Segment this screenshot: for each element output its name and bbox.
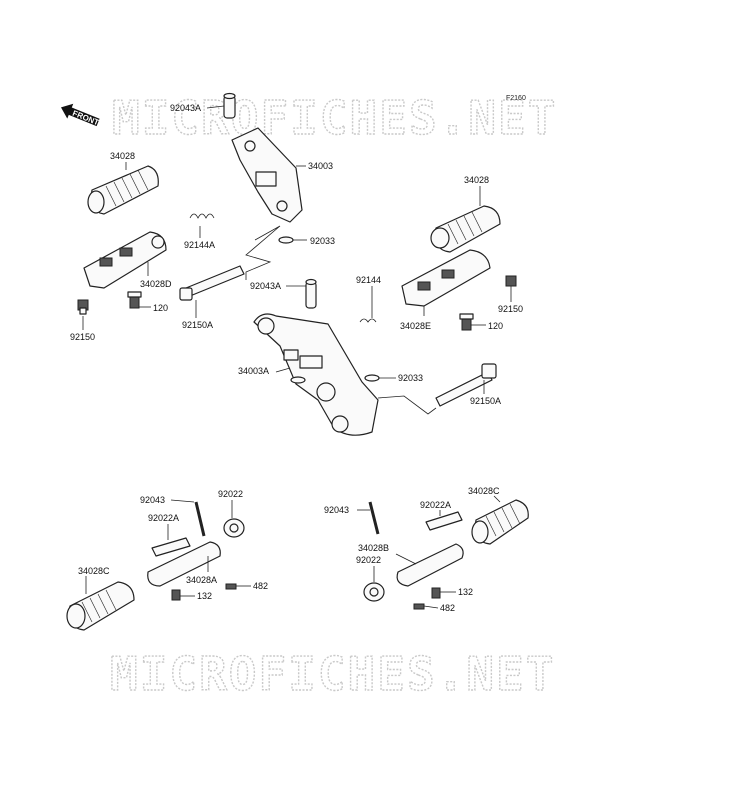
plate-92022A-bl xyxy=(151,537,191,557)
pin-92043-br xyxy=(368,501,380,535)
label-34028D: 34028D xyxy=(140,279,172,289)
label-92043A-top: 92043A xyxy=(170,103,201,113)
label-34028A: 34028A xyxy=(186,575,217,585)
plate-92022A-br xyxy=(425,511,463,531)
bracket-34003 xyxy=(231,127,303,223)
diagram-code: F2160 xyxy=(506,95,526,102)
label-34028-right: 34028 xyxy=(464,175,489,185)
washer-92022-bl xyxy=(223,518,245,538)
label-92033-top: 92033 xyxy=(310,236,335,246)
label-132-br: 132 xyxy=(458,587,473,597)
label-34003A: 34003A xyxy=(238,366,269,376)
label-34028E: 34028E xyxy=(400,321,431,331)
watermark-bottom: MICROFICHES.NET xyxy=(110,647,555,701)
label-34028B: 34028B xyxy=(358,543,389,553)
assembly-line-upper xyxy=(245,225,281,280)
label-92043A-mid: 92043A xyxy=(250,281,281,291)
spring-92144A xyxy=(189,213,215,219)
footrest-rubber-34028C-bl xyxy=(66,581,135,631)
bolt-92150A-left xyxy=(179,265,245,301)
label-120-right: 120 xyxy=(488,321,503,331)
label-120-left: 120 xyxy=(153,303,168,313)
label-482-bl: 482 xyxy=(253,581,268,591)
bolt-132-br xyxy=(431,587,441,599)
pin-92043-bl xyxy=(194,501,206,537)
label-92043-bl: 92043 xyxy=(140,495,165,505)
leader-lines xyxy=(82,105,512,609)
label-34028-left: 34028 xyxy=(110,151,135,161)
label-34028C-br: 34028C xyxy=(468,486,500,496)
watermark-top: MICROFICHES.NET xyxy=(112,91,557,145)
label-132-bl: 132 xyxy=(197,591,212,601)
label-482-br: 482 xyxy=(440,603,455,613)
bolt-92150-right xyxy=(505,275,517,287)
label-92150A-right: 92150A xyxy=(470,396,501,406)
label-92022-bl: 92022 xyxy=(218,489,243,499)
footrest-rubber-34028-left xyxy=(87,165,159,215)
label-92144: 92144 xyxy=(356,275,381,285)
front-label: FRONT xyxy=(71,109,100,128)
label-92022A-br: 92022A xyxy=(420,500,451,510)
label-34003: 34003 xyxy=(308,161,333,171)
footrest-34028E xyxy=(401,249,491,307)
clip-92033-mid-b xyxy=(290,376,306,384)
front-arrow-icon: FRONT xyxy=(61,103,100,128)
label-92033-mid: 92033 xyxy=(398,373,423,383)
spring-92144 xyxy=(359,318,377,323)
label-92150-right: 92150 xyxy=(498,304,523,314)
pin-92043A-mid xyxy=(305,278,317,309)
label-92022A-bl: 92022A xyxy=(148,513,179,523)
label-92144A: 92144A xyxy=(184,240,215,250)
assembly-line-center xyxy=(377,395,437,415)
bolt-120-right xyxy=(459,313,474,331)
label-34028C-bl: 34028C xyxy=(78,566,110,576)
footrest-rubber-34028-right xyxy=(430,205,501,253)
clip-92033-mid xyxy=(364,374,380,382)
bracket-34003A xyxy=(253,313,379,436)
bolt-92150-left xyxy=(77,299,89,315)
cotter-482-bl xyxy=(225,583,237,590)
label-92022-br: 92022 xyxy=(356,555,381,565)
bolt-92150A-right xyxy=(435,363,497,407)
footrest-rubber-34028C-br xyxy=(471,499,529,545)
label-92150-left: 92150 xyxy=(70,332,95,342)
label-92043-br: 92043 xyxy=(324,505,349,515)
footrest-34028B xyxy=(396,543,464,587)
footrest-34028A xyxy=(147,541,221,587)
washer-92022-br xyxy=(363,582,385,602)
bolt-132-bl xyxy=(171,589,181,601)
clip-92033-top xyxy=(278,236,294,244)
bolt-120-left xyxy=(127,291,142,309)
pin-92043A-top xyxy=(223,92,236,119)
cotter-482-br xyxy=(413,603,425,610)
label-92150A-left: 92150A xyxy=(182,320,213,330)
footrest-34028D xyxy=(83,231,167,289)
